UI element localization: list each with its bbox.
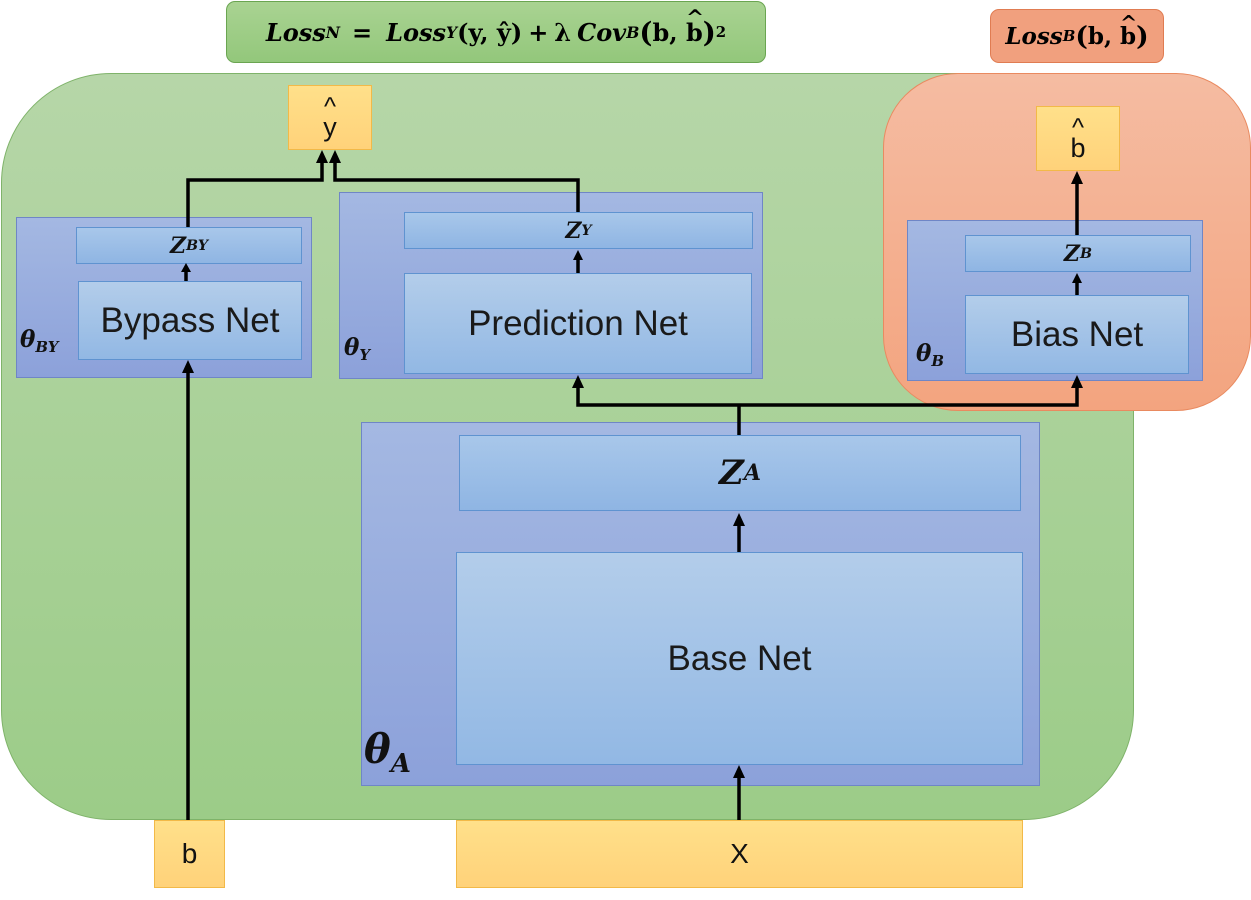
arrow-zy-to-yhat-head [329, 150, 341, 163]
bias-net-label: Bias Net [1010, 314, 1144, 354]
b-input-label: b [181, 838, 198, 869]
b-input: b [154, 820, 225, 888]
y-hat-letter: y [323, 111, 337, 142]
connector-split-to-prediction [576, 385, 739, 407]
arrow-x-to-base-head [733, 765, 745, 778]
prediction-net-box: Prediction Net [404, 273, 752, 374]
loss-b-arg-b: b [1087, 22, 1105, 50]
arrow-b-to-bypass-head [182, 360, 194, 373]
x-input: X [456, 820, 1023, 888]
loss-y-name: Loss [386, 17, 447, 47]
connector-zby-to-yhat [186, 160, 324, 227]
arrow-split-to-bias-head [1071, 375, 1083, 388]
bypass-net-label: Bypass Net [100, 300, 280, 340]
loss-n-sub: N [325, 22, 341, 42]
plus-sign: + [528, 17, 549, 47]
y-hat-caret: ^ [323, 92, 337, 121]
arrow-bypass-to-zby-head [181, 263, 191, 272]
y-hat-output: ^y [288, 85, 372, 150]
prediction-net-label: Prediction Net [468, 303, 688, 343]
cov-arg-b-hat: ^b [685, 5, 705, 47]
equals-sign: = [352, 17, 373, 47]
b-hat-caret: ^ [1071, 113, 1085, 142]
b-hat-output: ^b [1036, 106, 1120, 171]
cov-arg-b: b [652, 17, 670, 47]
loss-b-arg-b-hat: ^b [1120, 11, 1138, 50]
cov-exponent: 2 [715, 23, 727, 41]
theta-y-label: θY [344, 334, 371, 365]
cov-name: Cov [577, 17, 627, 47]
connector-zy-to-yhat [333, 160, 580, 212]
theta-by-label: θBY [20, 326, 59, 357]
connector-split-to-bias [739, 385, 1079, 407]
arrow-split-to-prediction-head [572, 375, 584, 388]
arrow-zb-to-bhat-head [1071, 171, 1083, 184]
lambda-symbol: λ [554, 17, 572, 47]
loss-n-name: Loss [265, 17, 326, 47]
x-input-label: X [730, 838, 749, 869]
loss-y-args: (y, ŷ) [457, 17, 523, 47]
base-net-box: Base Net [456, 552, 1023, 765]
arrow-prediction-to-zy-head [573, 250, 583, 260]
loss-y-sub: Y [446, 22, 458, 42]
cov-sub: B [626, 22, 640, 42]
base-net-label: Base Net [667, 638, 812, 678]
bias-net-box: Bias Net [965, 295, 1189, 374]
b-hat-letter: b [1070, 132, 1086, 163]
arrow-zby-to-yhat-head [316, 150, 328, 163]
theta-a-label: θA [364, 726, 411, 780]
bypass-net-box: Bypass Net [78, 281, 302, 360]
loss-b-name: Loss [1005, 22, 1063, 50]
theta-b-label: θB [916, 340, 944, 371]
arrow-bias-to-zb-head [1072, 273, 1082, 283]
loss-b-sub: B [1062, 27, 1076, 45]
arrow-base-to-za-head [733, 513, 745, 526]
